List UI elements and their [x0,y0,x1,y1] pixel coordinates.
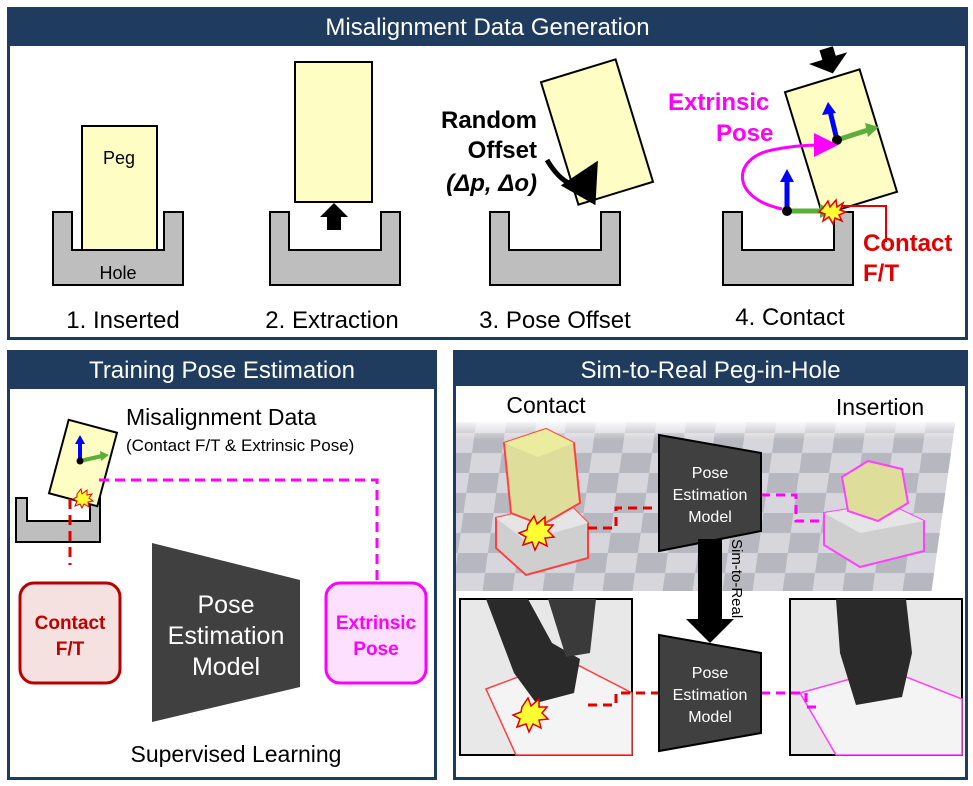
insertion-label: Insertion [836,394,924,420]
contact-spark-icon [511,696,550,734]
sim-peg [840,459,910,523]
extrinsic-dashed-line [761,493,824,523]
extrinsic-pose-text: Pose [716,120,773,147]
pose-estimation-model-shape [658,633,762,753]
step1-label: 1. Inserted [66,307,179,334]
panel-title: Training Pose Estimation [10,353,434,389]
misalignment-diagram: Peg Hole 1. Inserted 2. Extraction Rando… [52,46,952,334]
extrinsic-pose-box [324,581,428,685]
svg-text:Model: Model [192,653,260,681]
contact-ft-box [18,581,122,685]
real-contact-photo [459,598,633,756]
contact-spark-icon [71,487,95,510]
svg-text:Model: Model [688,709,732,726]
sim-to-real-diagram: Contact Insertion Pose Estimation Model … [456,386,965,756]
svg-text:Estimation: Estimation [673,687,748,704]
svg-text:Model: Model [688,509,732,526]
hole-shape [52,211,184,286]
pose-estimation-model-shape [658,433,762,553]
extrinsic-dashed-line [761,691,818,709]
hole-shape [489,211,621,286]
svg-text:Estimation: Estimation [168,622,285,650]
svg-text:Pose: Pose [692,665,729,682]
sim-to-real-label: Sim-to-Real [728,539,745,618]
peg-label: Peg [103,148,135,168]
svg-text:Pose: Pose [353,639,398,660]
extrinsic-dashed-line [99,478,379,581]
random-offset-text: (Δp, Δo) [446,170,537,197]
training-diagram: Misalignment Data (Contact F/T & Extrins… [15,404,428,767]
panel-title: Misalignment Data Generation [10,10,965,46]
contact-label: Contact [506,392,586,418]
rotation-arrow-icon [544,158,598,206]
step3-pose-offset-illustration: Random Offset (Δp, Δo) 3. Pose Offset [441,58,655,334]
peg-shape [81,125,158,251]
svg-text:Pose: Pose [198,591,255,619]
peg-shape [539,58,655,206]
step3-label: 3. Pose Offset [479,307,631,334]
extrinsic-pose-text: Extrinsic [668,89,769,116]
svg-text:F/T: F/T [56,639,85,660]
contact-leader-line [842,205,887,242]
svg-text:Contact: Contact [35,613,106,634]
peg-shape [47,418,119,508]
sim-to-real-panel: Sim-to-Real Peg-in-Hole [453,350,968,780]
hole-shape [269,211,401,286]
contact-dashed-line [588,506,659,530]
step1-inserted-illustration: Peg Hole 1. Inserted [52,125,184,334]
down-arrow-icon [808,46,848,74]
misalignment-data-subtitle: (Contact F/T & Extrinsic Pose) [126,436,354,455]
step4-contact-illustration: Extrinsic Pose Contact F/T 4. Contact [668,46,952,331]
supervised-learning-label: Supervised Learning [131,741,342,767]
random-offset-text: Random [441,107,537,134]
step2-extraction-illustration: 2. Extraction [265,61,401,334]
misalignment-panel: Misalignment Data Generation Peg Hole 1.… [7,7,968,340]
svg-text:Extrinsic: Extrinsic [336,613,417,634]
misalignment-data-title: Misalignment Data [126,404,317,430]
contact-dashed-line [588,691,659,707]
sim-to-real-arrow [686,539,734,643]
hole-label: Hole [99,263,136,283]
extrinsic-pose-curve [741,132,838,211]
step2-label: 2. Extraction [265,307,398,334]
training-panel: Training Pose Estimation Misalignment Da… [7,350,437,780]
contact-ft-text: Contact [863,230,952,257]
real-insertion-photo [789,598,963,756]
contact-spark-icon [517,514,556,552]
contact-spark-icon [817,198,849,226]
peg-shape [294,61,373,203]
up-arrow-icon [320,203,348,230]
panel-title: Sim-to-Real Peg-in-Hole [456,353,965,389]
step4-label: 4. Contact [735,304,845,331]
pose-estimation-model-shape [152,543,300,722]
svg-text:Estimation: Estimation [673,487,748,504]
contact-ft-text: F/T [863,260,899,287]
svg-text:Pose: Pose [692,465,729,482]
random-offset-text: Offset [468,137,537,164]
